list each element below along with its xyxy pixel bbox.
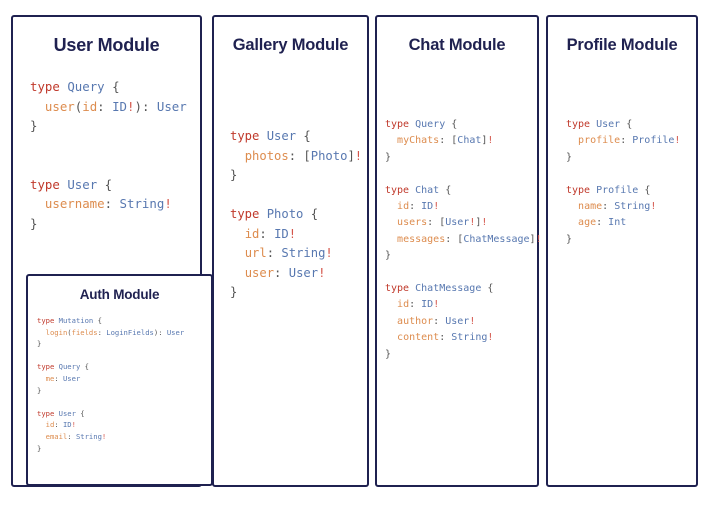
module-card-auth[interactable]: Auth Module type Mutation { login(fields… bbox=[26, 274, 213, 486]
schema-code-chat: type Query { myChats: [Chat]! } type Cha… bbox=[385, 119, 542, 360]
module-card-gallery[interactable]: Gallery Module type User { photos: [Phot… bbox=[212, 15, 369, 487]
module-title-chat: Chat Module bbox=[408, 36, 506, 54]
module-title-profile: Profile Module bbox=[566, 36, 678, 54]
schema-code-gallery: type User { photos: [Photo]! } type Phot… bbox=[230, 129, 363, 299]
module-title-auth: Auth Module bbox=[79, 287, 160, 302]
schema-code-profile: type User { profile: Profile! } type Pro… bbox=[566, 119, 681, 245]
module-card-chat[interactable]: Chat Module type Query { myChats: [Chat]… bbox=[375, 15, 542, 487]
module-card-user[interactable]: User Module type Query { user(id: ID!): … bbox=[11, 15, 213, 487]
module-title-gallery: Gallery Module bbox=[232, 36, 349, 54]
schema-code-user: type Query { user(id: ID!): User } type … bbox=[30, 79, 187, 231]
module-title-user: User Module bbox=[53, 35, 160, 55]
module-card-profile[interactable]: Profile Module type User { profile: Prof… bbox=[546, 15, 698, 487]
schema-code-auth: type Mutation { login(fields: LoginField… bbox=[37, 316, 185, 453]
